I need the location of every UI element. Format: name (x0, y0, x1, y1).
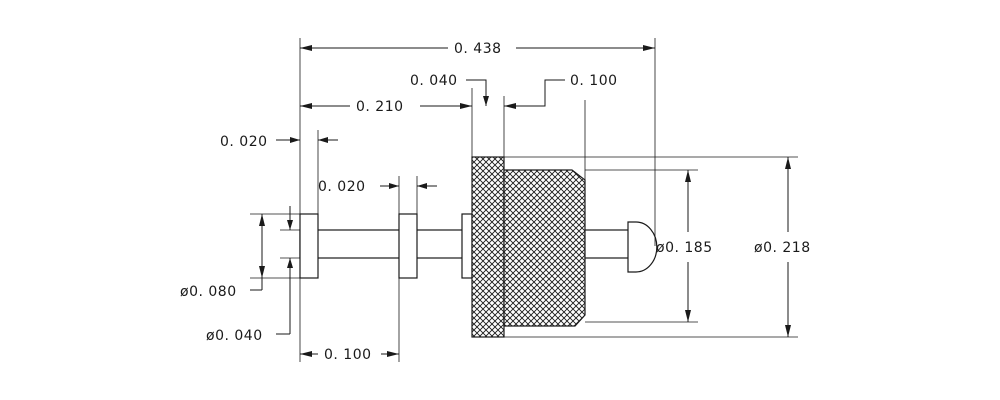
label-length-to-knurl: 0. 210 (356, 99, 404, 115)
label-knurl-shoulder: 0. 040 (410, 73, 458, 89)
dimension-lines (250, 38, 798, 362)
dome-end (627, 221, 658, 273)
label-knurl-length: 0. 100 (570, 73, 618, 89)
knurl-shoulder (471, 156, 505, 338)
dimension-labels: 0. 438 0. 210 0. 040 0. 100 0. 020 0. 02… (180, 41, 811, 363)
part-outline (299, 156, 658, 338)
label-head-diameter: ø0. 218 (754, 240, 811, 256)
flange-left (299, 213, 319, 279)
label-overall-length: 0. 438 (454, 41, 502, 57)
flange-middle (398, 213, 418, 279)
collar (461, 213, 473, 279)
label-flange-thickness-middle: 0. 020 (318, 179, 366, 195)
label-flange-thickness-left: 0. 020 (220, 134, 268, 150)
knurl-body (503, 169, 586, 327)
rear-pin (584, 229, 631, 259)
label-knurl-diameter: ø0. 185 (656, 240, 713, 256)
label-flange-diameter: ø0. 080 (180, 284, 237, 300)
label-pin-diameter: ø0. 040 (206, 328, 263, 344)
pin-shaft (299, 229, 481, 259)
label-flange-spacing: 0. 100 (324, 347, 372, 363)
